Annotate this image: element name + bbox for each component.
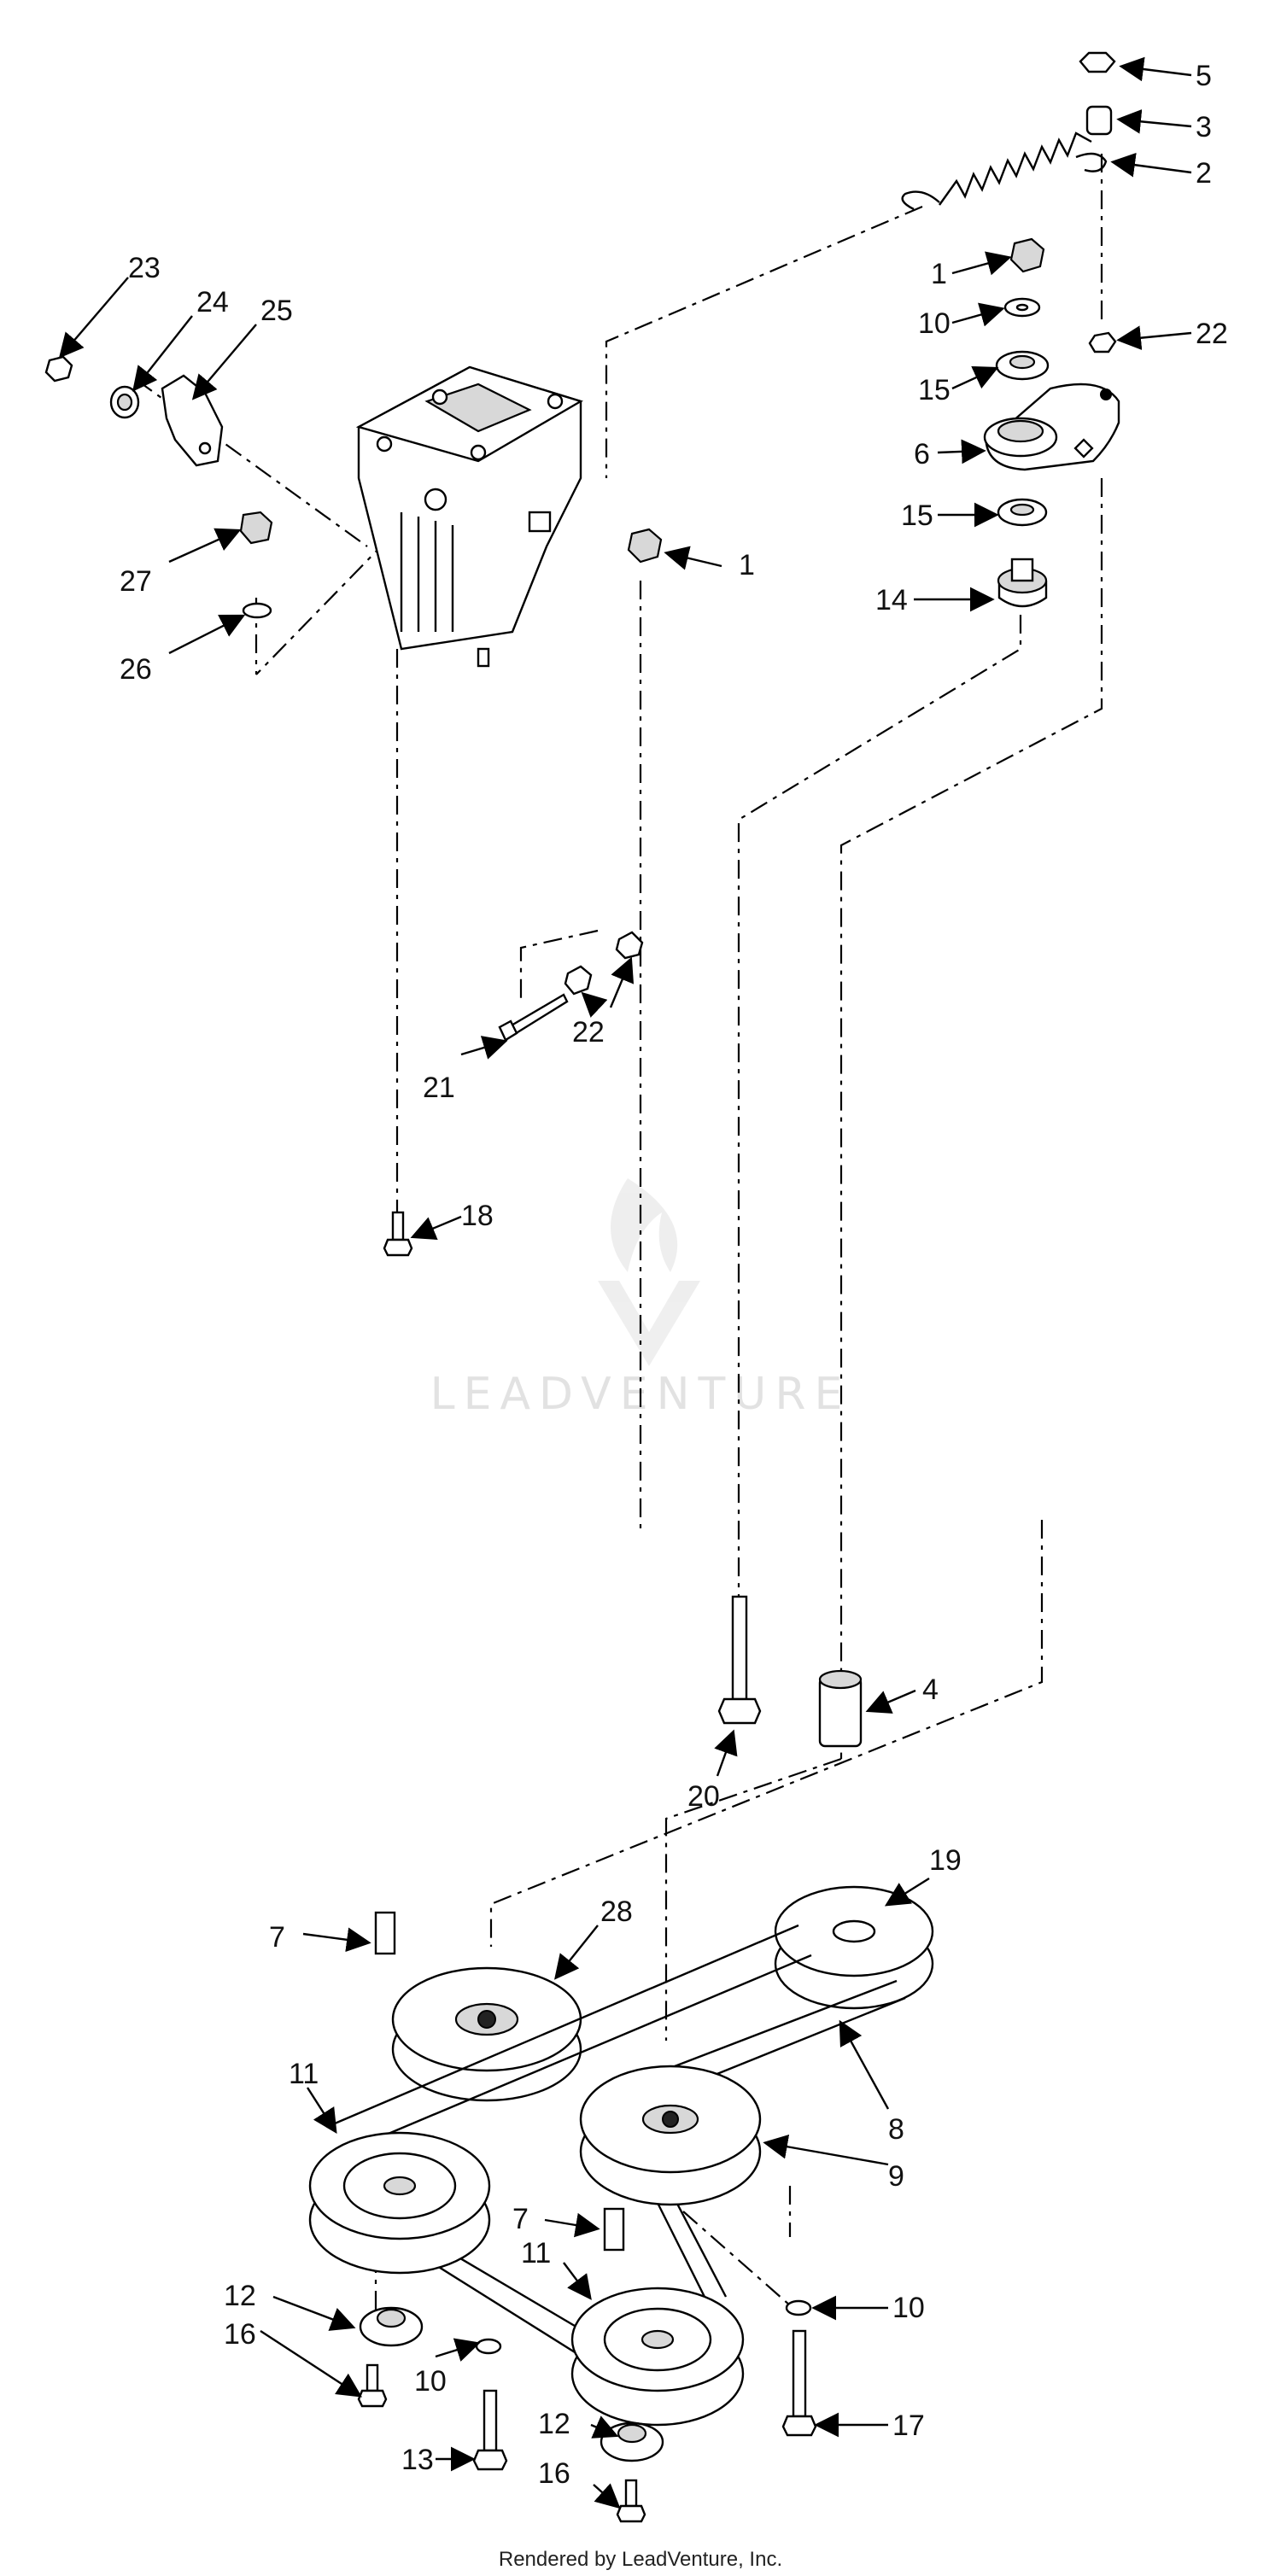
bracket-25 [161,374,224,467]
pulley-11-right [570,2287,745,2427]
bolt-17 [781,2329,817,2437]
callout-11-left: 11 [289,2058,319,2090]
spacer-3 [1085,105,1113,136]
bolt-18 [383,1211,413,1257]
spacer-14 [997,558,1048,608]
bearing-15-lower [997,498,1048,527]
callout-15-lower: 15 [901,499,933,532]
nut-1-top [1009,237,1045,273]
callout-16-left: 16 [224,2318,256,2351]
watermark-logo [598,1178,700,1366]
washer-10-top [1003,297,1041,318]
callout-8: 8 [888,2113,904,2146]
bolt-16-right [616,2479,646,2523]
callout-23: 23 [128,252,161,284]
nut-22-top [1088,331,1117,353]
callout-12-left: 12 [224,2280,256,2312]
callout-10-top: 10 [918,307,951,340]
callout-13: 13 [401,2444,434,2476]
idler-pulley-19 [774,1885,934,2010]
callout-5: 5 [1196,60,1212,92]
callout-4: 4 [922,1674,939,1706]
callout-17: 17 [892,2410,925,2442]
callout-10-right: 10 [892,2292,925,2324]
nut-1-mid [627,528,663,564]
leader-arrows [58,56,1192,2509]
key-7-right [603,2207,625,2252]
callout-6: 6 [914,438,930,470]
callout-7-left: 7 [269,1921,285,1954]
bolt-20 [717,1595,762,1725]
callout-15-upper: 15 [918,374,951,406]
footer-credit: Rendered by LeadVenture, Inc. [499,2548,782,2571]
callout-1-mid: 1 [739,549,755,581]
pulley-11-left [308,2131,491,2275]
extension-spring [901,131,1108,211]
nut-22-mid [564,931,644,996]
spacer-4 [818,1669,863,1748]
idler-pulley-9 [579,2065,762,2206]
callout-14: 14 [875,584,908,616]
callout-1-top: 1 [931,258,947,290]
callout-labels: 5 3 2 1 10 22 15 6 15 14 1 23 24 25 27 2… [120,60,1228,2490]
callout-25: 25 [260,295,293,327]
pulley-28 [391,1966,582,2102]
bearing-15-upper [995,350,1050,381]
callout-26: 26 [120,653,152,686]
hydrostatic-pump [355,365,583,668]
bolt-21 [498,993,569,1042]
callout-28: 28 [600,1895,633,1928]
nut-5 [1079,51,1116,73]
washer-10-mid [475,2338,502,2355]
callout-9: 9 [888,2160,904,2193]
callout-3: 3 [1196,111,1212,143]
washer-10-right [785,2299,812,2316]
spacer-24 [109,385,140,419]
callout-20: 20 [687,1780,720,1813]
bolt-13 [472,2389,508,2471]
callout-7-right: 7 [512,2203,529,2235]
callout-11-right: 11 [521,2237,551,2269]
callout-22-top: 22 [1196,318,1228,350]
washer-26 [242,602,272,619]
callout-18: 18 [461,1200,494,1232]
callout-10-mid: 10 [414,2365,447,2398]
callout-19: 19 [929,1844,962,1877]
watermark-text: LEADVENTURE [430,1369,851,1420]
callout-21: 21 [423,1072,455,1104]
hub-12-right [600,2421,664,2462]
callout-24: 24 [196,286,229,318]
nut-23 [44,355,73,383]
bolt-16-left [357,2363,388,2408]
nut-27 [239,511,273,545]
key-7-left [374,1911,396,1955]
callout-2: 2 [1196,157,1212,190]
callout-22-mid: 22 [572,1016,605,1049]
hub-12-left [359,2306,424,2347]
idler-bracket-6 [983,383,1120,471]
callout-12-right: 12 [538,2408,570,2440]
callout-27: 27 [120,565,152,598]
callout-16-right: 16 [538,2457,570,2490]
